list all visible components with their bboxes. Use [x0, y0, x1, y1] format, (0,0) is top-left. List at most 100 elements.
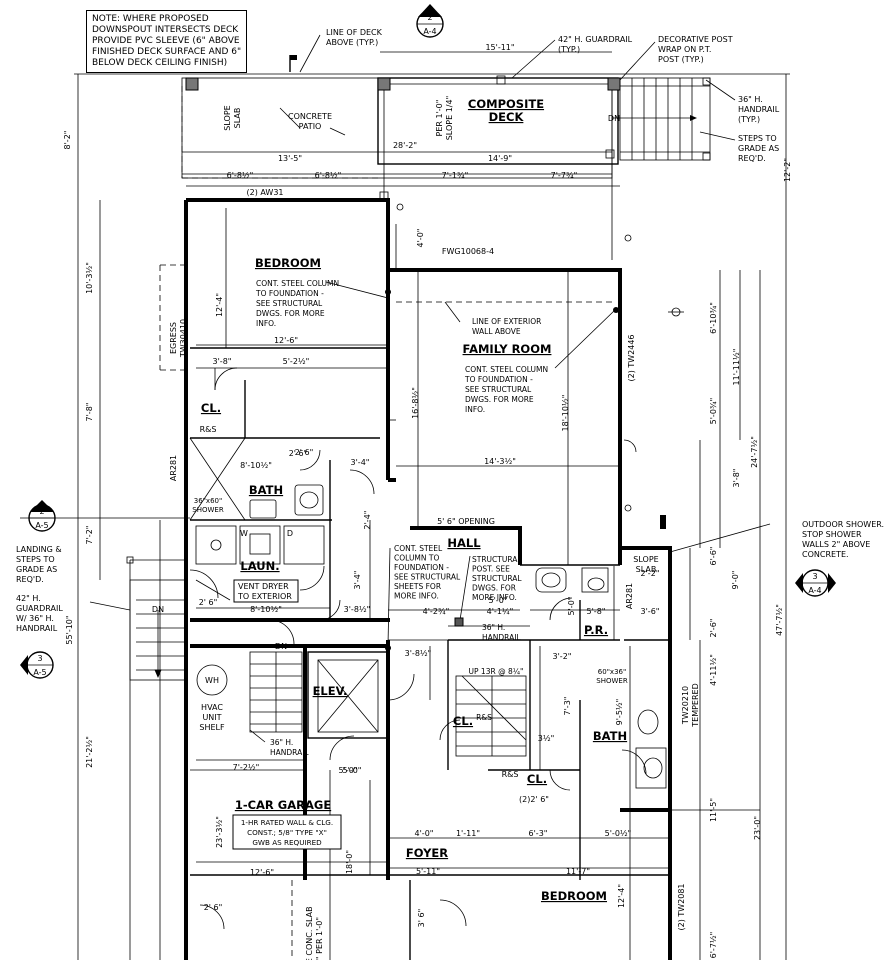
- label-dn-deck: DN: [608, 114, 620, 123]
- vtext-d-10-3h: 10'-3½": [85, 262, 94, 294]
- dim-14-3h: 14'-3½": [484, 457, 516, 466]
- structural-post-marker: [454, 617, 464, 627]
- dim-3-8h: 3'-8½": [405, 649, 432, 658]
- vtext-d-3-4: 3'-4": [353, 571, 362, 590]
- section-mark-left-lower-sheet: A-5: [33, 668, 46, 677]
- steel-column-marker: [385, 645, 391, 651]
- section-mark-top-sheet: A-4: [423, 27, 436, 36]
- vtext-deck-slope: PER 1'-0"SLOPE 1/4": [435, 96, 454, 141]
- dim-4-1-1q: 4'-1¼": [487, 607, 514, 616]
- vtext-d-6-7h: 6'-7½": [709, 932, 718, 959]
- vtext-window-tw2446: (2) TW2446: [627, 334, 636, 381]
- vtext-d-8-2: 8'-2": [63, 131, 72, 150]
- vtext-slope-slab: SLOPESLAB: [223, 105, 242, 130]
- vtext-d-3-8-r: 3'-8": [732, 469, 741, 488]
- dim-5-2h: 5'-2½": [283, 357, 310, 366]
- vtext-d-5-0-stair: 5'-0": [567, 597, 576, 616]
- label-handrail-garage: 36" H.HANDRAIL: [270, 738, 309, 757]
- bedroom-column-marker: [385, 289, 391, 295]
- dim-13-5: 13'-5": [278, 154, 302, 163]
- dim-6-8h-b: 6'-8½": [315, 171, 342, 180]
- vtext-d-23-3h: 23'-3½": [215, 816, 224, 848]
- vtext-window-ar281: AR281: [169, 455, 178, 481]
- dim-7-2h: 7'-2½": [233, 763, 260, 772]
- room-cl-lower: CL.: [527, 772, 547, 786]
- vtext-d-12-4: 12'-4": [215, 293, 224, 317]
- label-up-13r: UP 13R @ 8¼": [469, 667, 524, 676]
- dim-6-3: 6'-3": [529, 829, 548, 838]
- vtext-d-23-0: 23'-0": [753, 816, 762, 840]
- label-wh: WH: [205, 676, 219, 685]
- vtext-d-9-5h: 9'-5½": [615, 699, 624, 726]
- section-mark-left-upper-sheet: A-5: [35, 521, 48, 530]
- room-bath-lower: BATH: [593, 729, 627, 743]
- dim-3-4: 3'-4": [351, 458, 370, 467]
- room-pr: P.R.: [584, 623, 608, 637]
- vertical-dimension-texts: 8'-2"12'-2"10'-3½"12'-4"7'-8"4'-0"16'-8½…: [63, 96, 792, 960]
- room-family-room: FAMILY ROOM: [463, 342, 552, 356]
- vtext-d-7-2: 7'-2": [85, 526, 94, 545]
- vtext-d-3-6-door: 3' 6": [417, 909, 426, 928]
- dim-7-7-3q: 7'-7¾": [551, 171, 578, 180]
- vtext-d-18-10h: 18'-10½": [561, 395, 570, 432]
- label-dryer: D: [287, 529, 293, 538]
- door-swings: [189, 367, 647, 930]
- dim-12-6b: 12'-6": [250, 868, 274, 877]
- dim-2-6-door-b: 2' 6": [204, 903, 223, 912]
- room-hall: HALL: [447, 536, 481, 550]
- section-mark-left-lower-num: 3: [37, 654, 42, 663]
- section-mark-left-lower: 3 A-5: [20, 651, 54, 679]
- dim-5-11: 5'-11": [416, 867, 440, 876]
- room-elev: ELEV.: [313, 684, 348, 698]
- vtext-d-4-0: 4'-0": [416, 229, 425, 248]
- dim-5-0-stair: 5'-0": [343, 766, 362, 775]
- vtext-d-2-4: 2'-4": [363, 511, 372, 530]
- label-shower-upper: 36"x60"SHOWER: [192, 497, 224, 514]
- label-window-aw31: (2) AW31: [247, 188, 284, 197]
- label-rs-stair: R&S: [476, 713, 492, 722]
- family-column-marker: [613, 307, 619, 313]
- label-window-fwg: FWG10068-4: [442, 247, 494, 256]
- section-mark-right-sheet: A-4: [808, 586, 821, 595]
- label-shower-lower: 60"x36"SHOWER: [596, 668, 628, 685]
- dim-8-10h: 8'-10½": [240, 461, 272, 470]
- vtext-d-7-3: 7'-3": [563, 697, 572, 716]
- dim-5-4h: 3½": [538, 734, 555, 743]
- vtext-d-7-8: 7'-8": [85, 403, 94, 422]
- label-guardrail-42: 42" H. GUARDRAIL(TYP.): [558, 35, 633, 54]
- fixtures: [195, 203, 684, 789]
- room-bedroom-lower: BEDROOM: [541, 889, 607, 903]
- dimension-lines: [74, 51, 790, 960]
- fire-rated-text: 1-HR RATED WALL & CLG.CONST.; 5/8" TYPE …: [241, 818, 333, 847]
- downspout-note: NOTE: WHERE PROPOSED DOWNSPOUT INTERSECT…: [86, 10, 248, 73]
- section-mark-top-num: 2: [427, 13, 432, 22]
- dim-3-8h-hall: 3'-8½": [344, 605, 371, 614]
- vtext-tempered: TW20210TEMPERED: [681, 683, 700, 728]
- vent-dryer-box: [233, 579, 299, 603]
- dim-15-11: 15'-11": [485, 43, 514, 52]
- interior-stairs: [126, 556, 527, 757]
- vtext-d-2-6: 2'-6": [709, 619, 718, 638]
- vtext-d-4-11h: 4'-11½": [709, 654, 718, 686]
- dim-5-0: 5'-0": [489, 596, 508, 605]
- vtext-d-24-7h: 24'-7½": [750, 436, 759, 468]
- dim-5-8: 5'-8": [587, 607, 606, 616]
- section-mark-left-upper-num: 2: [39, 507, 44, 516]
- label-rs-upper: R&S: [200, 425, 217, 434]
- vtext-d-6-10-3q: 6'-10¾": [709, 302, 718, 334]
- label-dn-left: DN: [152, 605, 164, 614]
- dim-1-11: 1'-11": [456, 829, 480, 838]
- dim-4-0b: 4'-0": [415, 829, 434, 838]
- room-laun: LAUN.: [240, 559, 279, 573]
- dim-5-0h: 5'-0½": [605, 829, 632, 838]
- dim-11-7: 11'-7": [566, 867, 590, 876]
- room-bedroom-upper: BEDROOM: [255, 256, 321, 270]
